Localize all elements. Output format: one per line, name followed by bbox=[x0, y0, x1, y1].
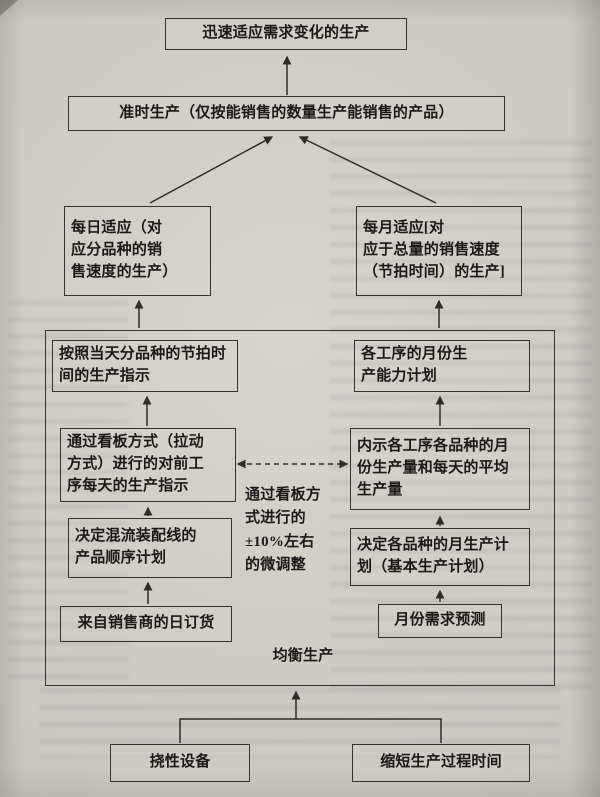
node-jit: 准时生产（仅按能销售的数量生产能销售的产品） bbox=[68, 96, 505, 131]
bottom-connector-line bbox=[179, 718, 442, 743]
node-flexible-equipment: 挠性设备 bbox=[110, 744, 250, 782]
node-monthly-adapt: 每月适应[对 应于总量的销售速度 （节拍时间）的生产] bbox=[356, 206, 522, 296]
node-monthly-volume: 内示各工序各品种的月 份生产量和每天的平均 生产量 bbox=[350, 428, 530, 510]
leveled-production-label: 均衡生产 bbox=[272, 648, 334, 665]
arrow-monthly-to-jit bbox=[298, 136, 437, 204]
node-monthly-plan: 决定各品种的月生产计 划（基本生产计划） bbox=[350, 528, 530, 586]
node-capacity-plan: 各工序的月份生 产能力计划 bbox=[354, 340, 530, 392]
node-daily-orders: 来自销售商的日订货 bbox=[60, 606, 232, 642]
node-shorten-leadtime: 缩短生产过程时间 bbox=[352, 744, 530, 782]
kanban-adjustment-note: 通过看板方 式进行的 ±10%左右 的微调整 bbox=[245, 487, 322, 573]
node-takt-instruction: 按照当天分品种的节拍时 间的生产指示 bbox=[52, 340, 238, 392]
node-kanban-instruction: 通过看板方式（拉动 方式）进行的对前工 序每天的生产指示 bbox=[60, 428, 236, 502]
node-demand-forecast: 月份需求预测 bbox=[378, 604, 502, 638]
node-goal: 迅速适应需求变化的生产 bbox=[165, 18, 407, 50]
node-sequence-plan: 决定混流装配线的 产品顺序计划 bbox=[68, 518, 232, 578]
node-daily-adapt: 每日适应（对 应分品种的销 售速度的生产） bbox=[64, 206, 211, 296]
arrow-daily-to-jit bbox=[149, 136, 274, 204]
leveled-production-container bbox=[45, 330, 555, 686]
